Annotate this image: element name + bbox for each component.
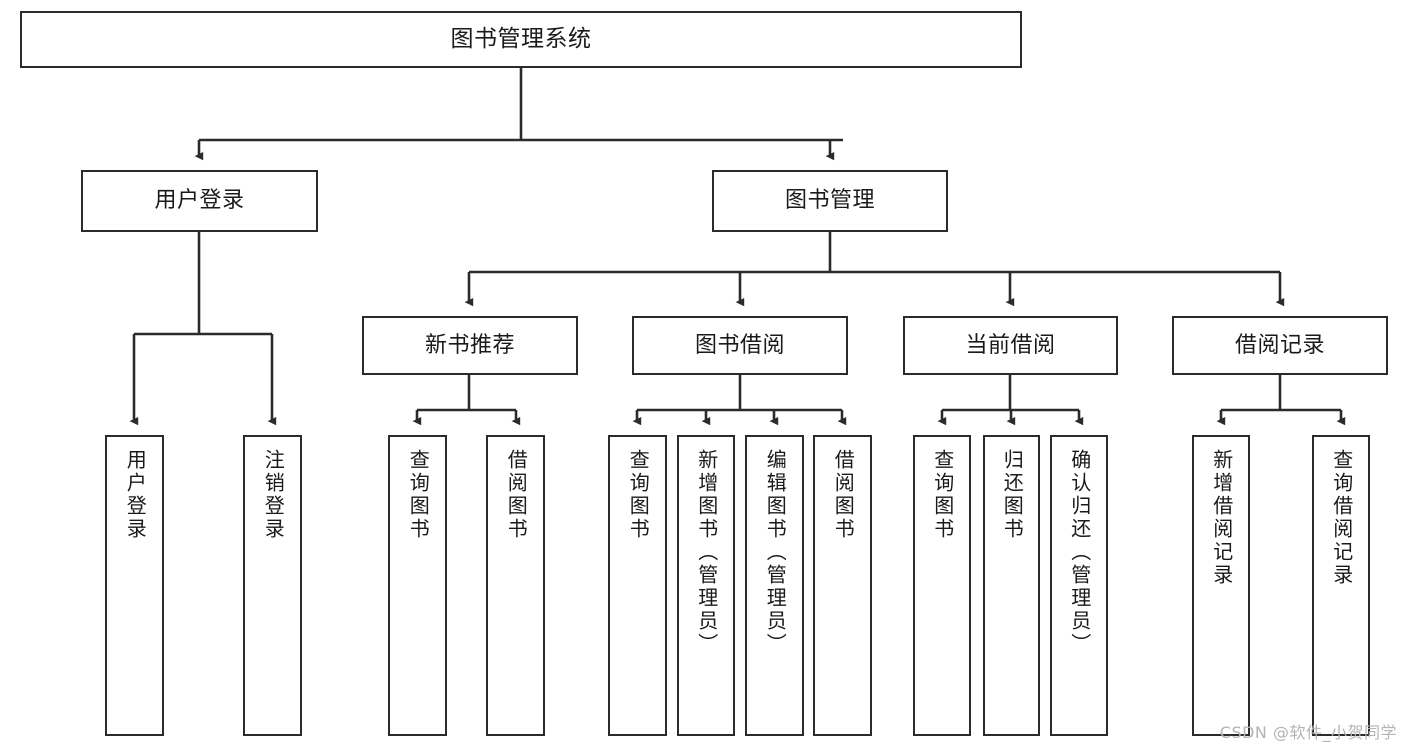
node-label: 新增图书（管理员）: [694, 449, 719, 656]
node-label: 新增借阅记录: [1209, 449, 1234, 587]
node-label: 借阅记录: [1234, 332, 1325, 358]
node-label: 图书管理系统: [450, 25, 592, 52]
leaf-confirm-return-admin[interactable]: 确认归还（管理员）: [1050, 435, 1108, 736]
node-root-system[interactable]: 图书管理系统: [20, 11, 1022, 68]
node-book-borrow[interactable]: 图书借阅: [632, 316, 848, 375]
node-label: 归还图书: [1000, 449, 1025, 541]
leaf-logout[interactable]: 注销登录: [243, 435, 302, 736]
leaf-borrow-book-recommend[interactable]: 借阅图书: [486, 435, 545, 736]
node-label: 查询图书: [626, 449, 651, 541]
leaf-query-book-current[interactable]: 查询图书: [913, 435, 971, 736]
watermark: CSDN @软件_小贺同学: [1219, 723, 1397, 742]
node-label: 图书管理: [784, 188, 875, 214]
node-label: 查询借阅记录: [1329, 449, 1354, 587]
leaf-return-book[interactable]: 归还图书: [983, 435, 1040, 736]
node-label: 图书借阅: [694, 332, 785, 358]
leaf-borrow-book[interactable]: 借阅图书: [813, 435, 872, 736]
node-label: 用户登录: [123, 449, 148, 541]
leaf-add-borrow-record[interactable]: 新增借阅记录: [1192, 435, 1250, 736]
node-label: 新书推荐: [424, 332, 515, 358]
node-label: 确认归还（管理员）: [1067, 449, 1092, 656]
node-label: 查询图书: [406, 449, 431, 541]
node-label: 借阅图书: [831, 449, 856, 541]
node-label: 注销登录: [261, 449, 286, 541]
leaf-query-book-borrow[interactable]: 查询图书: [608, 435, 667, 736]
node-new-book-recommend[interactable]: 新书推荐: [362, 316, 578, 375]
leaf-query-book-recommend[interactable]: 查询图书: [388, 435, 447, 736]
node-label: 查询图书: [930, 449, 955, 541]
leaf-user-login[interactable]: 用户登录: [105, 435, 164, 736]
node-user-login[interactable]: 用户登录: [81, 170, 318, 232]
leaf-query-borrow-record[interactable]: 查询借阅记录: [1312, 435, 1370, 736]
node-label: 当前借阅: [965, 332, 1056, 358]
node-label: 借阅图书: [504, 449, 529, 541]
node-current-borrow[interactable]: 当前借阅: [903, 316, 1118, 375]
node-label: 用户登录: [154, 188, 245, 214]
node-label: 编辑图书（管理员）: [763, 449, 788, 656]
node-book-management[interactable]: 图书管理: [712, 170, 948, 232]
leaf-add-book-admin[interactable]: 新增图书（管理员）: [677, 435, 735, 736]
leaf-edit-book-admin[interactable]: 编辑图书（管理员）: [745, 435, 804, 736]
node-borrow-record[interactable]: 借阅记录: [1172, 316, 1388, 375]
